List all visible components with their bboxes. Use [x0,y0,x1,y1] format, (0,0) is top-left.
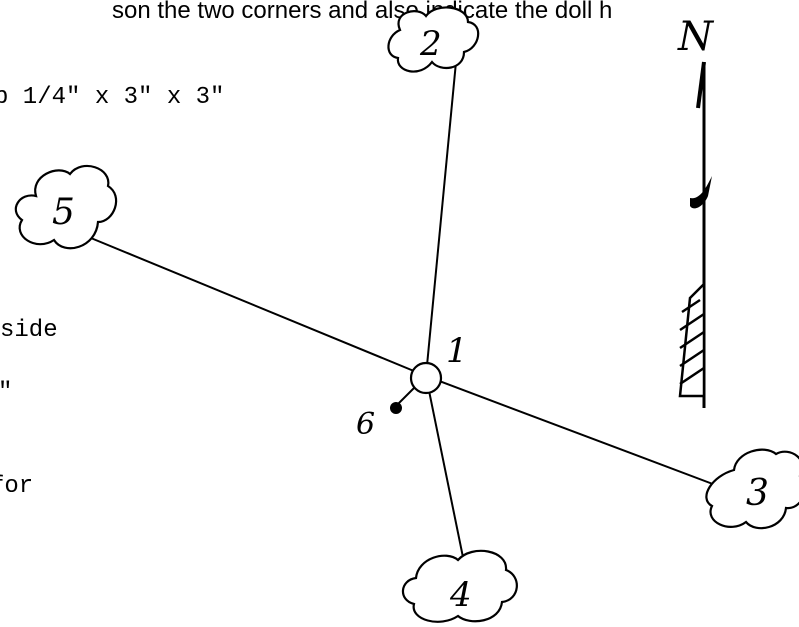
cloud-icon [387,6,480,73]
corner-label-3: 3 [746,473,769,514]
corner-label-4: 4 [449,575,472,615]
north-letter: N [677,14,715,60]
text-line-for: for [0,473,33,500]
text-line-side: side [0,317,58,344]
line-to-corner-2 [425,61,457,377]
center-point-label: 1 [446,331,468,371]
text-line-quote: " [0,379,12,406]
corner-label-2: 2 [419,24,442,64]
cloud-icon [401,549,518,623]
corner-label-5: 5 [52,192,75,233]
cloud-icon [14,164,118,250]
line-to-corner-5 [85,235,427,377]
line-to-corner-4 [425,375,467,573]
north-arrow-icon: N [677,14,715,408]
text-line-dimensions: p 1/4" x 3" x 3" [0,84,224,111]
line-to-corner-3 [425,375,735,493]
point-6-marker [390,402,402,414]
survey-lines [85,61,735,573]
cloud-icon [705,448,799,530]
corner-markers [14,6,799,623]
header-text-fragment: son the two corners and also indicate th… [112,0,612,24]
center-point-marker [409,361,443,395]
point-6-label: 6 [356,407,375,442]
